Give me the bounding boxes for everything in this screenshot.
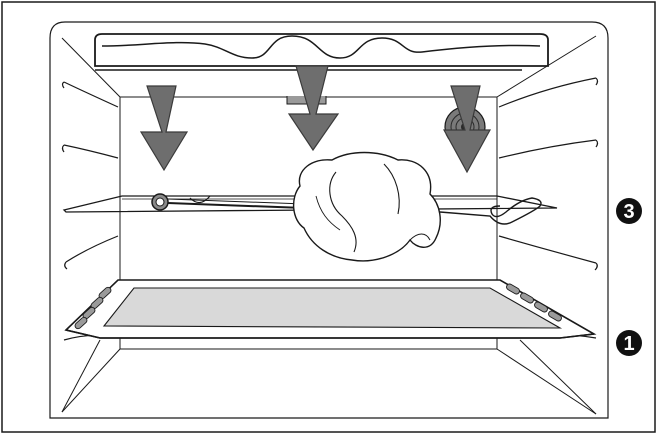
heat-arrow-icon [287, 65, 340, 152]
heat-arrow-icon [139, 85, 189, 172]
baking-tray-icon [64, 279, 597, 339]
shelf-1-badge: 1 [616, 330, 642, 356]
oven-cavity-outline [49, 21, 609, 419]
shelf-3-badge: 3 [616, 198, 642, 224]
top-heating-element-icon [94, 33, 549, 71]
shelf-3-label: 3 [623, 201, 634, 223]
chicken-icon [293, 151, 441, 262]
heat-arrows [139, 65, 492, 174]
shelf-1-label: 1 [623, 333, 634, 355]
oven-floor [61, 339, 597, 415]
heat-arrow-icon [442, 85, 492, 174]
